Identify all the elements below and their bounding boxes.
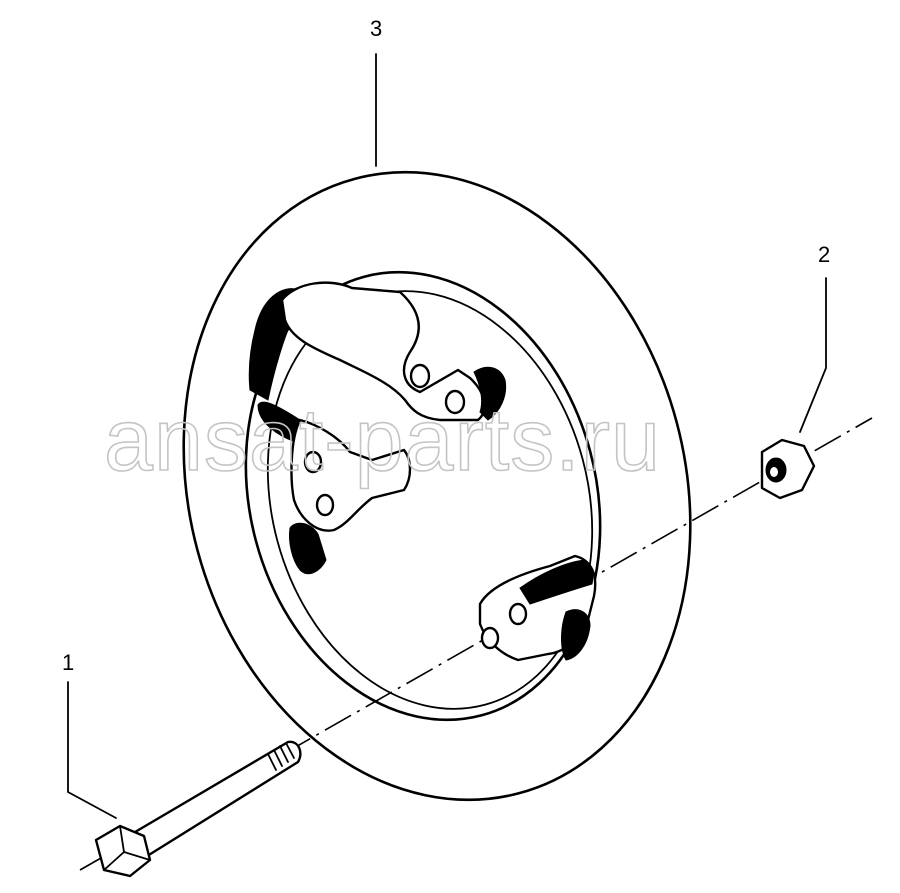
- callout-bolt: 1: [62, 650, 74, 675]
- hole-low-2: [480, 626, 500, 650]
- hole-mid-2: [315, 493, 335, 517]
- watermark-text: ansat-parts.ru: [104, 390, 661, 489]
- bolt-part: [94, 740, 302, 878]
- leader-line-2: [799, 277, 827, 433]
- nut-body: [760, 438, 816, 500]
- hole-low-1: [508, 602, 528, 626]
- ring-part: [182, 170, 692, 802]
- bracket-shadow-right-tab: [473, 366, 507, 421]
- bolt-threads: [267, 742, 295, 771]
- hole-mid-1: [303, 450, 323, 474]
- bracket-shadow-lower-left: [289, 522, 327, 575]
- callout-nut: 2: [818, 242, 830, 267]
- bolt-shank: [128, 740, 302, 860]
- leader-line-1: [67, 681, 117, 819]
- callout-ring: 3: [370, 16, 382, 41]
- ring-inner-edge: [244, 270, 602, 722]
- bracket-shadow-lower-right: [519, 559, 594, 605]
- bolt-head-face: [103, 825, 151, 871]
- hole-top-1: [409, 363, 431, 389]
- nut-part: [760, 438, 816, 500]
- bracket-shadow-lower-right-2: [561, 609, 591, 661]
- hole-top-2: [444, 389, 466, 415]
- ring-outer-edge: [182, 170, 692, 802]
